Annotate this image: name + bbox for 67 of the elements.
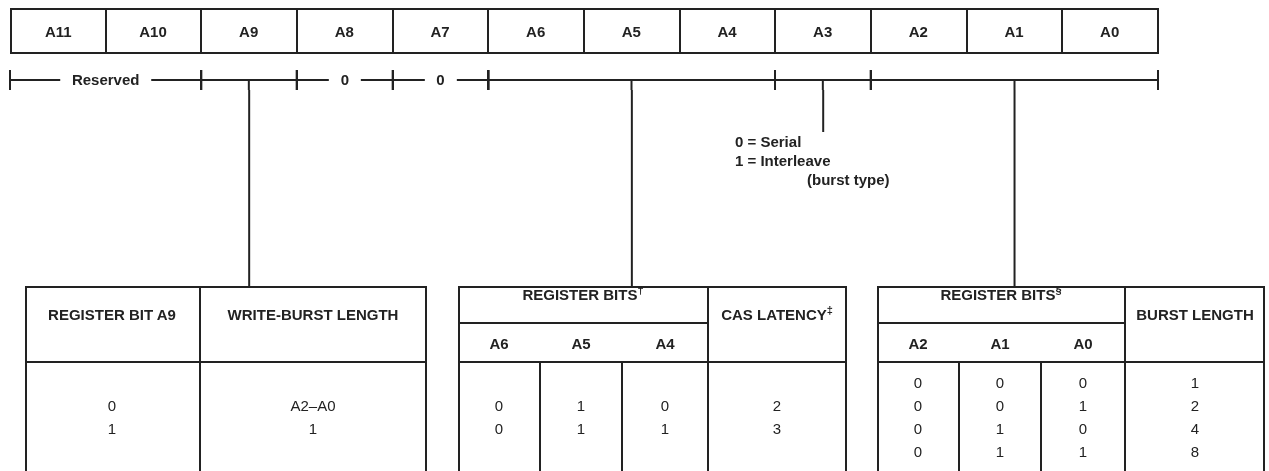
table-value: 1 <box>1077 395 1089 415</box>
bit-cell: A0 <box>1062 8 1159 54</box>
table-value: 0 <box>912 372 924 392</box>
column-header: REGISTER BIT A9 <box>47 305 177 324</box>
table-value: 0 <box>994 372 1006 392</box>
legend-text: 0 = Serial <box>735 132 803 151</box>
table-value: 1 <box>659 418 671 438</box>
table-value: 0 <box>1077 418 1089 438</box>
table-value: 4 <box>1189 418 1201 438</box>
column-header: A5 <box>570 333 592 353</box>
bracket <box>10 70 202 90</box>
table-value: 0 <box>106 395 118 415</box>
table-value: A2–A0 <box>289 395 337 415</box>
bit-cell: A6 <box>488 8 585 54</box>
bit-cell: A4 <box>679 8 777 54</box>
bit-cell: A5 <box>584 8 681 54</box>
bit-cell: A1 <box>966 8 1064 54</box>
bracket <box>201 70 297 90</box>
table-value: 1 <box>1189 372 1201 392</box>
column-header: A4 <box>654 333 676 353</box>
bracket <box>297 70 393 90</box>
table-value: 1 <box>575 418 587 438</box>
table-value: 0 <box>1077 372 1089 392</box>
table <box>458 286 847 471</box>
bracket <box>871 70 1158 90</box>
table-value: 0 <box>912 418 924 438</box>
bit-cell: A7 <box>392 8 490 54</box>
table-value: 1 <box>994 418 1006 438</box>
table-value: 0 <box>659 395 671 415</box>
bit-cell: A8 <box>297 8 394 54</box>
bit-cell: A2 <box>871 8 968 54</box>
legend-text: (burst type) <box>806 170 891 189</box>
bracket <box>392 70 489 90</box>
column-header: A1 <box>989 333 1011 353</box>
column-header: A2 <box>907 333 929 353</box>
legend-text: 1 = Interleave <box>735 151 832 170</box>
table-value: 8 <box>1189 441 1201 461</box>
bit-cell: A9 <box>201 8 298 54</box>
connector-line <box>630 89 633 287</box>
column-header: A6 <box>488 333 510 353</box>
column-header: CAS LATENCY$^{‡}$ <box>720 305 834 324</box>
table-value: 3 <box>771 418 783 438</box>
table-value: 1 <box>106 418 118 438</box>
table-value: 0 <box>493 395 505 415</box>
table-value: 0 <box>994 395 1006 415</box>
table-value: 1 <box>1077 441 1089 461</box>
column-header: BURST LENGTH <box>1135 305 1255 324</box>
table <box>877 286 1265 471</box>
connector-line <box>1013 89 1016 287</box>
table-value: 0 <box>912 395 924 415</box>
table-value: 0 <box>493 418 505 438</box>
bit-cell: A10 <box>105 8 203 54</box>
table-value: 0 <box>912 441 924 461</box>
table-value: 2 <box>1189 395 1201 415</box>
column-header: WRITE-BURST LENGTH <box>226 305 400 324</box>
table-value: 1 <box>575 395 587 415</box>
bracket <box>775 70 871 90</box>
table-value: 1 <box>994 441 1006 461</box>
table-value: 2 <box>771 395 783 415</box>
connector-line <box>248 89 251 287</box>
bit-cell: A3 <box>775 8 872 54</box>
table <box>25 286 427 471</box>
connector-line <box>822 89 825 133</box>
bit-cell: A11 <box>10 8 107 54</box>
bracket <box>488 70 776 90</box>
table-value: 1 <box>307 418 319 438</box>
column-header: A0 <box>1072 333 1094 353</box>
